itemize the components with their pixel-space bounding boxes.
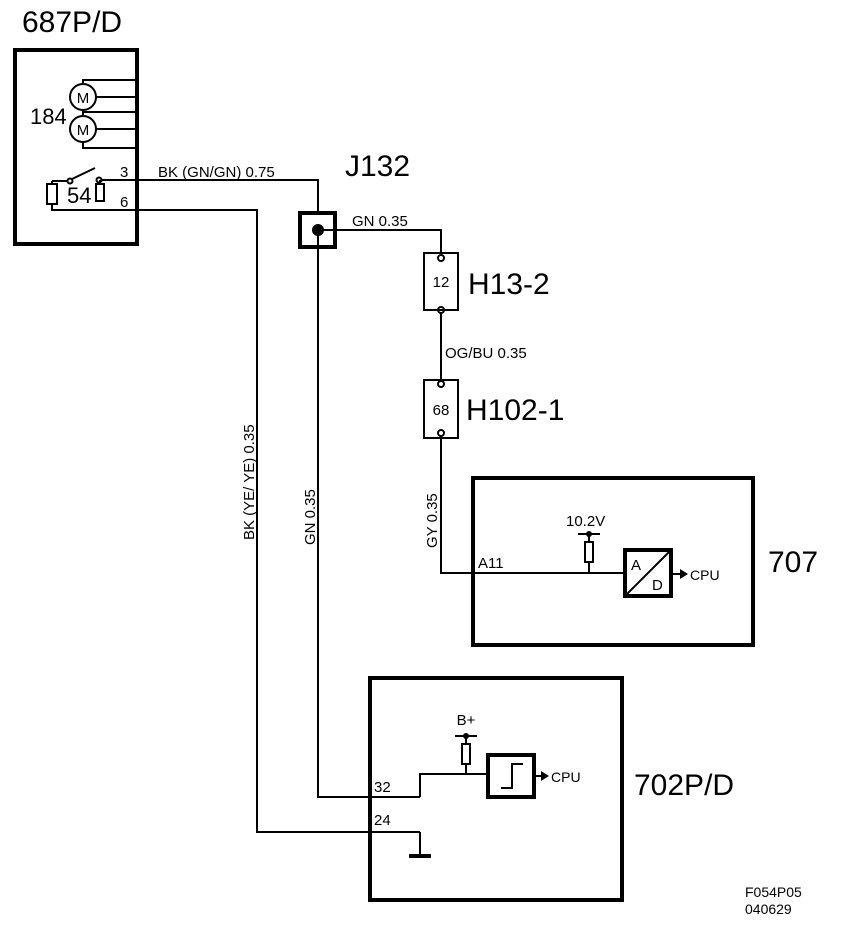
wire-bk-gn-0-75 xyxy=(137,179,319,213)
motor-symbol-1: M xyxy=(77,90,90,107)
module-707-voltage-label: 10.2V xyxy=(566,513,605,530)
wire-gn-down xyxy=(317,230,420,798)
module-707-resistor-icon xyxy=(584,541,594,563)
module-702-supply-label: B+ xyxy=(457,712,476,729)
wire-bk-ye xyxy=(137,209,420,833)
junction-label: J132 xyxy=(345,150,410,183)
wire-label-gn-top: GN 0.35 xyxy=(352,213,408,230)
resistor-icon-left xyxy=(46,183,58,205)
motor-wire-top xyxy=(82,79,137,84)
wire-label-bk-ye: BK (YE/ YE) 0.35 xyxy=(241,424,258,540)
module-702-pin-32: 32 xyxy=(374,779,391,796)
module-707-pin-label: A11 xyxy=(478,555,504,572)
switch-54: 54 xyxy=(46,167,137,211)
connector-h13-label: H13-2 xyxy=(468,268,550,301)
module-707-adc-input-wire xyxy=(588,562,625,574)
footer-date: 040629 xyxy=(745,901,792,917)
resistor-icon-right xyxy=(95,183,105,202)
connector-h102-pin-top xyxy=(437,380,445,388)
module-702-title: 702P/D xyxy=(634,769,734,802)
connector-h102-label: H102-1 xyxy=(466,394,564,427)
connector-h13-pin-label: 12 xyxy=(433,274,450,291)
wire-label-og-bu: OG/BU 0.35 xyxy=(445,345,527,362)
motor-symbol-2: M xyxy=(77,122,90,139)
module-707-title: 707 xyxy=(768,546,818,579)
wire-label-bk-gn: BK (GN/GN) 0.75 xyxy=(158,164,275,181)
module-702-cpu-label: CPU xyxy=(551,769,581,785)
resistor-wire-left xyxy=(51,181,137,211)
connector-h102-pin-bottom xyxy=(437,429,445,437)
schmitt-trigger-icon xyxy=(501,763,523,789)
module-707-box xyxy=(471,476,755,647)
footer-code: F054P05 xyxy=(745,884,802,900)
module-702-box xyxy=(368,676,624,902)
motor-wire-mid3 xyxy=(82,111,137,116)
module-707-cpu-label: CPU xyxy=(690,567,720,583)
switch-ref-label: 54 xyxy=(67,183,91,208)
motor-ref-label: 184 xyxy=(30,104,67,129)
connector-h13-pin-top xyxy=(437,254,445,262)
module-702-resistor-icon xyxy=(461,743,471,765)
arrow-right-icon xyxy=(541,771,549,781)
switch-blade xyxy=(71,167,96,180)
adc-diagonal xyxy=(624,549,672,597)
connector-h13-box xyxy=(423,252,459,311)
connector-h102-pin-label: 68 xyxy=(433,402,450,419)
arrow-right-icon xyxy=(680,569,688,579)
motor-wire-bottom xyxy=(82,142,137,149)
module-702-pin-24: 24 xyxy=(374,812,391,829)
wire-label-gy: GY 0.35 xyxy=(424,493,441,548)
wire-label-gn-down: GN 0.35 xyxy=(302,489,319,545)
adc-d-label: D xyxy=(652,577,663,594)
adc-a-label: A xyxy=(631,557,641,574)
switch-contact-a xyxy=(66,177,74,185)
pin-3-label: 3 xyxy=(120,164,128,181)
pin-6-label: 6 xyxy=(120,194,128,211)
wire-gn-top xyxy=(318,229,442,253)
wire-gy xyxy=(440,436,590,574)
module-702-input-wire xyxy=(419,764,488,797)
motor-184: 184 M M xyxy=(30,79,137,149)
module-687-title: 687P/D xyxy=(22,6,122,39)
